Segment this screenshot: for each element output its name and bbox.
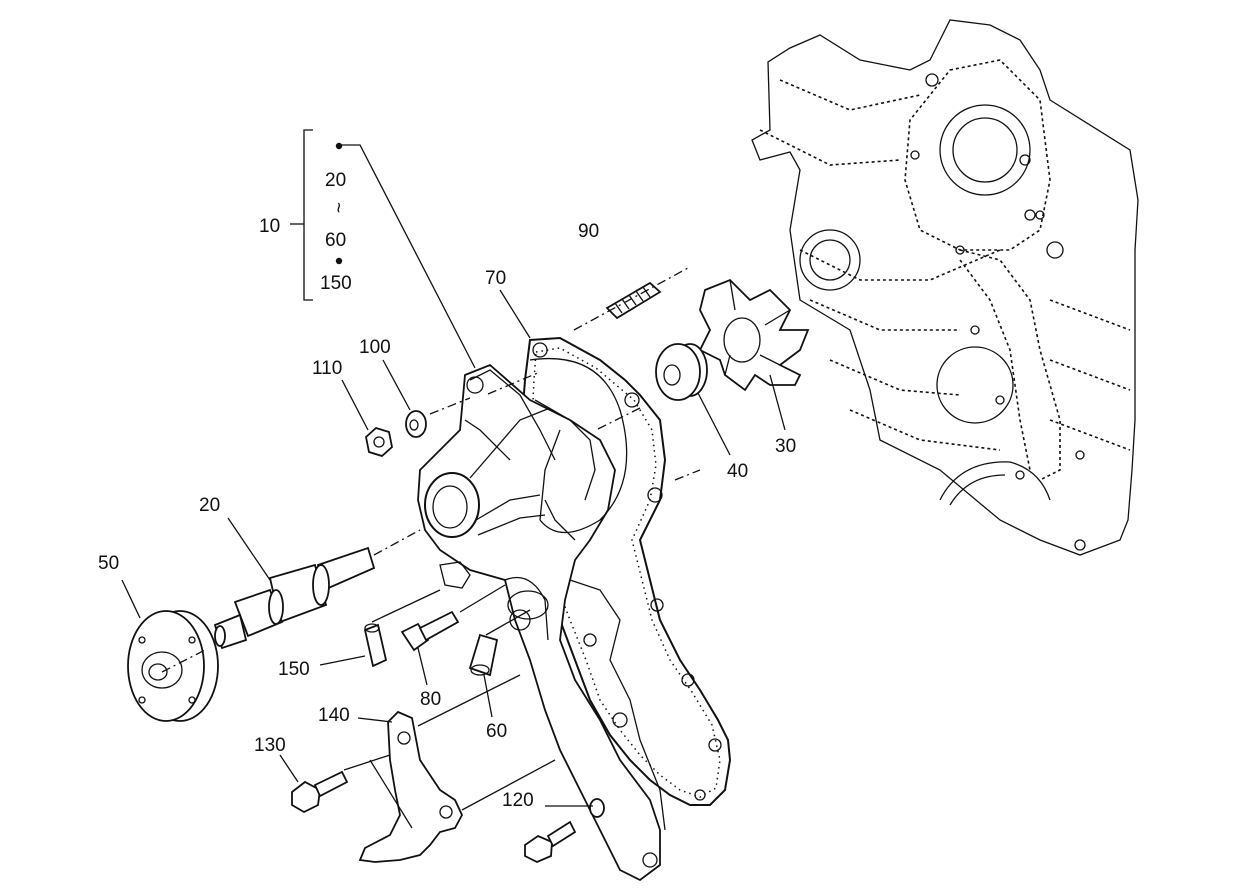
washer-100 <box>405 410 427 438</box>
callout-70: 70 <box>485 268 506 289</box>
callout-80: 80 <box>420 689 441 710</box>
assembly-axis-lines <box>161 267 701 811</box>
leader-lines <box>121 129 786 829</box>
stud-90 <box>605 281 662 320</box>
callout-140: 140 <box>318 705 350 726</box>
bolt-120 <box>524 798 605 863</box>
kit-callout-10: 10 20 ~ 60 150 <box>259 142 352 294</box>
callout-120: 120 <box>502 790 534 811</box>
kit-range-tilde: ~ <box>327 202 348 213</box>
kit-item-20-label: 20 <box>325 170 346 191</box>
callout-110: 110 <box>312 358 342 379</box>
kit-start-dot <box>335 142 343 150</box>
nut-110 <box>365 426 393 458</box>
engine-block-outline <box>751 19 1139 556</box>
impeller-30 <box>698 278 810 392</box>
kit-end-dot <box>335 257 343 265</box>
callout-60: 60 <box>486 721 507 742</box>
bolt-80 <box>400 610 460 652</box>
callout-130: 130 <box>254 735 286 756</box>
kit-item-150-label: 150 <box>320 273 352 294</box>
callout-40: 40 <box>727 461 748 482</box>
callout-90: 90 <box>578 221 599 242</box>
seal-40 <box>655 343 708 401</box>
kit-item-60-label: 60 <box>325 230 346 251</box>
callout-100: 100 <box>359 337 391 358</box>
callout-30: 30 <box>775 436 796 457</box>
bracket-140 <box>358 710 464 863</box>
kit-number-label: 10 <box>259 216 280 237</box>
callout-20: 20 <box>199 495 220 516</box>
bolt-130 <box>291 770 349 814</box>
callout-150: 150 <box>278 659 310 680</box>
shaft-bearing-20 <box>213 546 376 650</box>
part-callouts: 20 50 70 90 100 110 40 30 150 80 60 140 … <box>98 221 796 811</box>
plug-60 <box>468 633 499 677</box>
pulley-hub-50 <box>127 610 219 722</box>
callout-50: 50 <box>98 553 119 574</box>
pump-housing <box>417 357 666 882</box>
pin-150 <box>363 623 388 668</box>
